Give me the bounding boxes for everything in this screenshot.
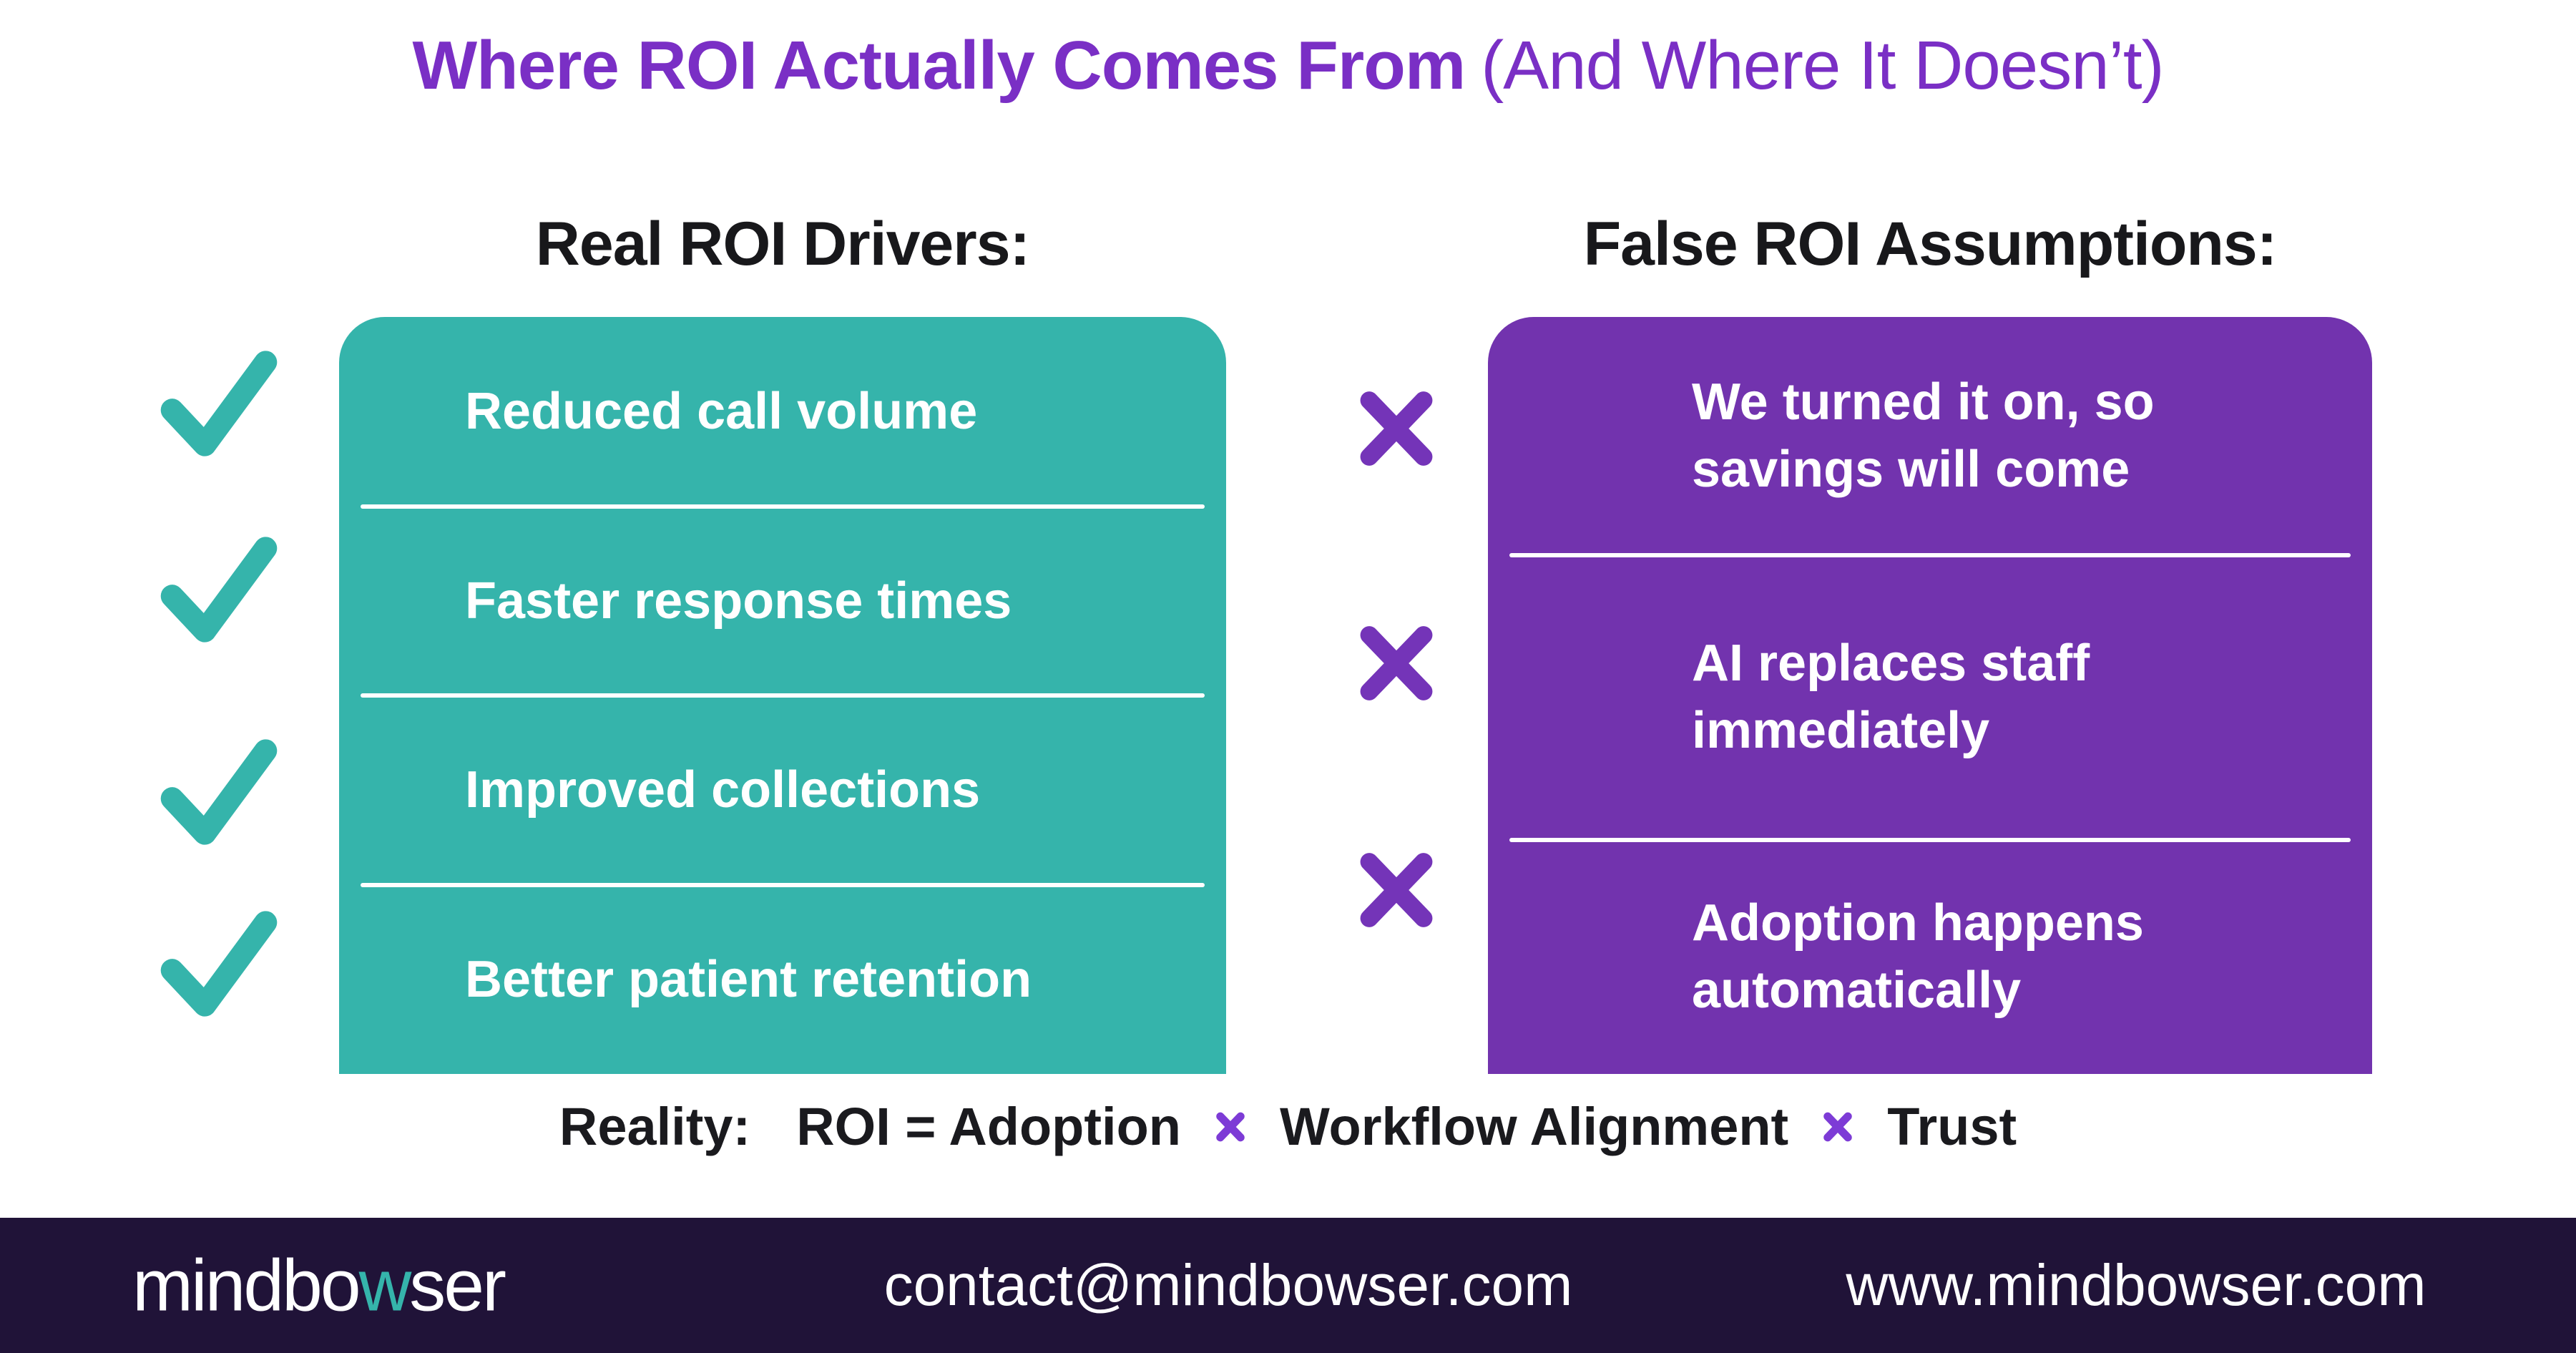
assumption-row: Adoption happens automatically bbox=[1488, 838, 2372, 1074]
logo-accent-letter: w bbox=[358, 1244, 412, 1326]
contact-email: contact@mindbowser.com bbox=[883, 1252, 1573, 1318]
driver-row: Better patient retention bbox=[339, 882, 1226, 1075]
assumption-row: AI replaces staff immediately bbox=[1488, 553, 2372, 840]
reality-label: Reality: bbox=[559, 1097, 751, 1156]
check-icon bbox=[159, 907, 279, 1024]
assumption-row: We turned it on, so savings will come bbox=[1488, 317, 2372, 555]
assumption-item-label: AI replaces staff immediately bbox=[1692, 635, 2090, 759]
x-icon bbox=[1356, 848, 1437, 936]
reality-term: Workflow Alignment bbox=[1280, 1097, 1789, 1156]
reality-formula: Reality: ROI = Adoption Workflow Alignme… bbox=[0, 1096, 2576, 1157]
check-icon bbox=[159, 347, 279, 464]
title-main: Where ROI Actually Comes From bbox=[412, 27, 1466, 104]
assumption-item-label: We turned it on, so savings will come bbox=[1692, 373, 2155, 498]
x-icon bbox=[1356, 621, 1437, 709]
logo-text-post: ser bbox=[409, 1244, 506, 1326]
check-icon bbox=[159, 736, 279, 852]
reality-term: ROI = Adoption bbox=[796, 1097, 1181, 1156]
multiply-icon bbox=[1214, 1110, 1247, 1144]
real-roi-drivers-heading: Real ROI Drivers: bbox=[535, 210, 1030, 278]
mindbowser-logo: mindbowser bbox=[132, 1244, 506, 1327]
driver-row: Improved collections bbox=[339, 693, 1226, 885]
driver-row: Reduced call volume bbox=[339, 317, 1226, 507]
driver-item-label: Better patient retention bbox=[465, 950, 1032, 1008]
driver-row: Faster response times bbox=[339, 504, 1226, 696]
title-sub: (And Where It Doesn’t) bbox=[1481, 27, 2164, 104]
assumption-item-label: Adoption happens automatically bbox=[1692, 894, 2144, 1019]
x-icon bbox=[1356, 386, 1437, 474]
multiply-icon bbox=[1821, 1110, 1854, 1144]
false-roi-assumptions-heading: False ROI Assumptions: bbox=[1583, 210, 2278, 278]
logo-text-pre: mindbo bbox=[132, 1244, 361, 1326]
website-url: www.mindbowser.com bbox=[1846, 1252, 2426, 1318]
reality-term: Trust bbox=[1887, 1097, 2017, 1156]
driver-item-label: Reduced call volume bbox=[465, 383, 978, 441]
real-roi-drivers-box: Reduced call volume Faster response time… bbox=[339, 317, 1226, 1074]
check-icon bbox=[159, 533, 279, 650]
driver-item-label: Improved collections bbox=[465, 761, 981, 819]
false-roi-assumptions-box: We turned it on, so savings will come AI… bbox=[1488, 317, 2372, 1074]
footer-bar: mindbowser contact@mindbowser.com www.mi… bbox=[0, 1218, 2576, 1353]
page-title: Where ROI Actually Comes From(And Where … bbox=[0, 24, 2576, 107]
driver-item-label: Faster response times bbox=[465, 572, 1012, 630]
